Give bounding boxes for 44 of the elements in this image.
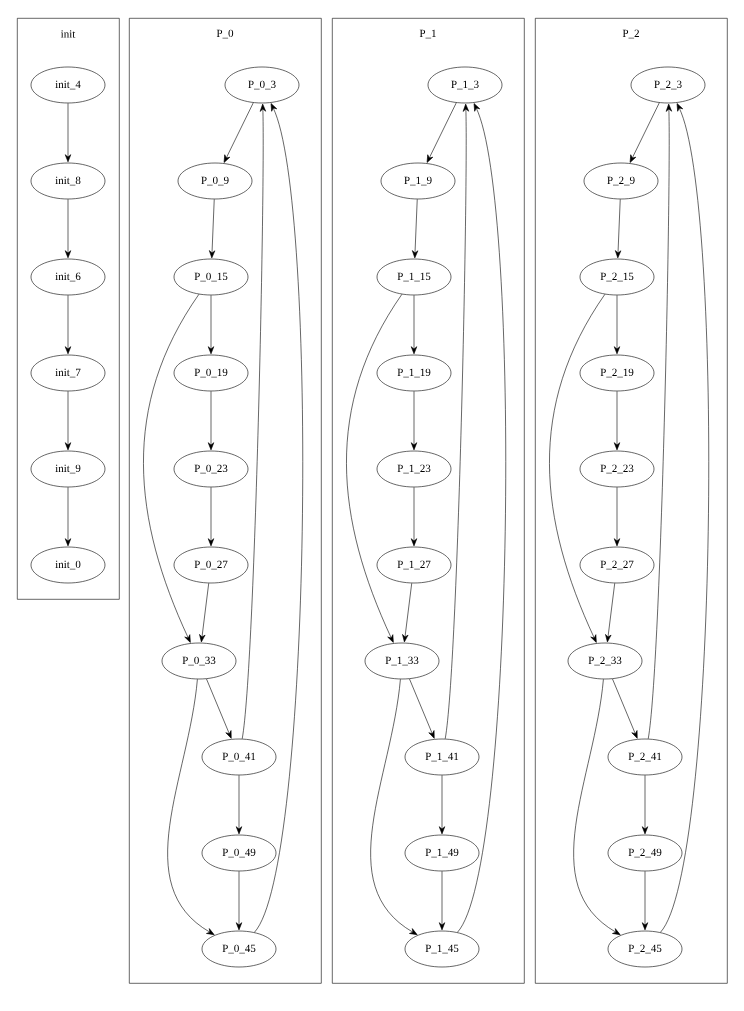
arrow	[235, 871, 243, 931]
arrow	[241, 103, 267, 740]
arrow	[605, 582, 616, 643]
arrow	[549, 294, 606, 643]
arrow	[438, 775, 446, 835]
arrow	[207, 487, 215, 547]
arrow	[209, 199, 216, 259]
arrow	[647, 103, 673, 740]
arrow	[370, 679, 418, 935]
arrow	[223, 102, 254, 163]
arrow	[64, 295, 72, 355]
arrow	[402, 582, 413, 643]
arrow	[346, 294, 403, 643]
arrow	[426, 102, 457, 163]
arrow	[444, 103, 470, 740]
arrow	[199, 582, 209, 643]
arrow	[143, 294, 200, 643]
arrow	[235, 775, 243, 835]
arrow	[64, 199, 72, 259]
arrow	[167, 679, 215, 935]
arrow	[410, 295, 418, 355]
arrow	[254, 103, 303, 933]
arrow	[629, 102, 660, 163]
arrow	[64, 487, 72, 547]
arrow	[409, 678, 435, 739]
arrow	[613, 487, 621, 547]
arrow	[457, 103, 506, 933]
arrow	[410, 391, 418, 451]
arrow	[615, 199, 622, 259]
arrow	[612, 678, 638, 739]
arrow	[412, 199, 419, 259]
arrow	[660, 103, 709, 933]
arrow	[613, 295, 621, 355]
arrow	[573, 679, 621, 935]
arrow	[64, 391, 72, 451]
arrow	[641, 775, 649, 835]
arrow	[64, 103, 72, 163]
arrow	[207, 295, 215, 355]
arrow	[206, 678, 232, 739]
arrow	[641, 871, 649, 931]
arrow	[410, 487, 418, 547]
arrow	[438, 871, 446, 931]
arrow	[613, 391, 621, 451]
arrow	[207, 391, 215, 451]
